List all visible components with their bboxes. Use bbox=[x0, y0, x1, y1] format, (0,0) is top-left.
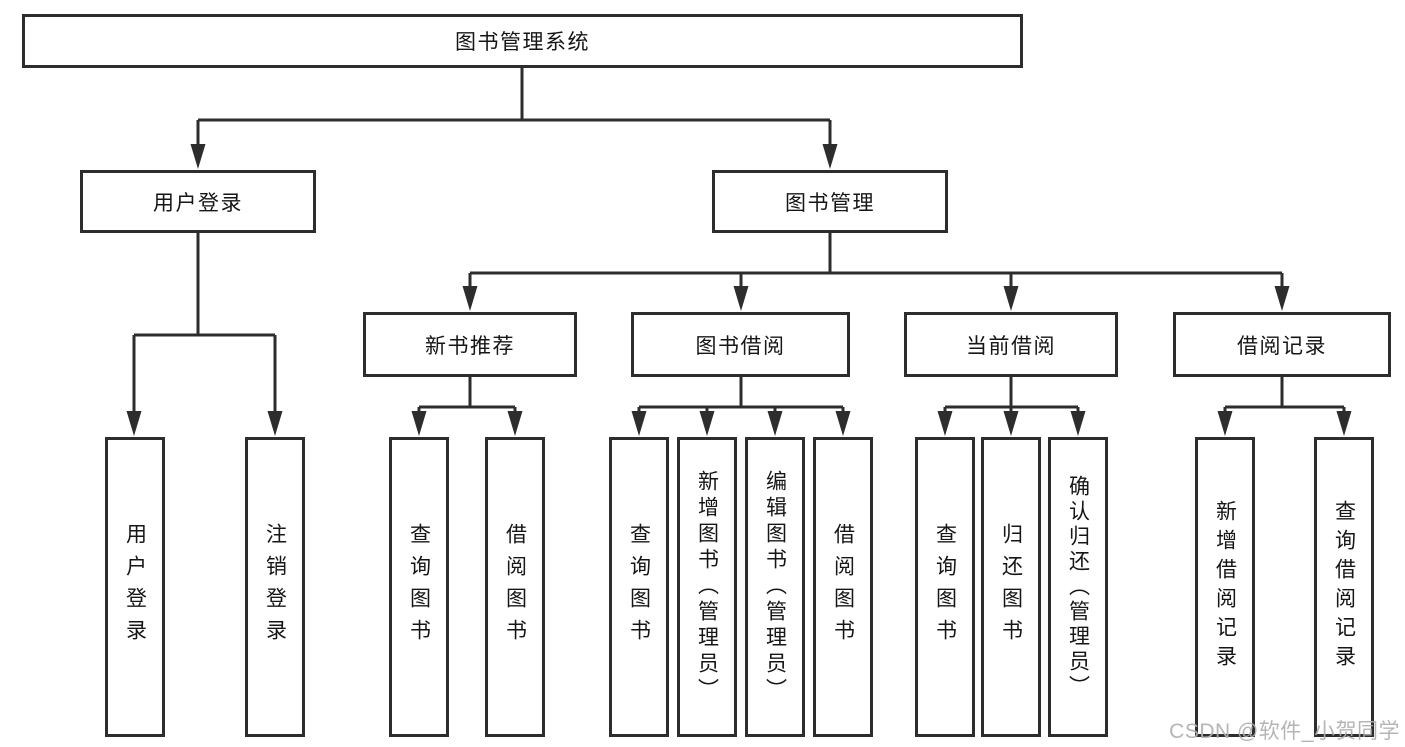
leaf-add-books-admin: 新增图书（管理员） bbox=[677, 437, 737, 737]
node-label: 图书借阅 bbox=[695, 334, 786, 358]
arrow-down-icon bbox=[267, 411, 283, 436]
node-label: 用户登录 bbox=[153, 191, 243, 215]
arrowhead-icons bbox=[126, 144, 1352, 436]
arrow-down-icon bbox=[411, 411, 427, 436]
node-user-login: 用户登录 bbox=[80, 170, 316, 233]
node-label: 查询借阅记录 bbox=[1332, 500, 1356, 674]
leaf-borrow-books-1: 借阅图书 bbox=[485, 437, 545, 737]
arrow-down-icon bbox=[733, 286, 749, 311]
arrow-down-icon bbox=[507, 411, 523, 436]
arrow-down-icon bbox=[1003, 286, 1019, 311]
node-label: 确认归还（管理员） bbox=[1066, 474, 1090, 700]
node-label: 归还图书 bbox=[999, 523, 1023, 651]
arrow-down-icon bbox=[767, 411, 783, 436]
leaf-add-borrow-record: 新增借阅记录 bbox=[1195, 437, 1255, 737]
arrow-down-icon bbox=[190, 144, 206, 169]
arrow-down-icon bbox=[1217, 411, 1233, 436]
node-root-system: 图书管理系统 bbox=[22, 14, 1023, 68]
arrow-down-icon bbox=[1070, 411, 1086, 436]
connector-paths bbox=[132, 68, 1346, 412]
node-borrow-records: 借阅记录 bbox=[1173, 312, 1391, 377]
arrow-down-icon bbox=[1003, 411, 1019, 436]
arrow-down-icon bbox=[1336, 411, 1352, 436]
node-current-borrow: 当前借阅 bbox=[904, 312, 1118, 377]
arrow-down-icon bbox=[126, 411, 142, 436]
arrow-down-icon bbox=[462, 286, 478, 311]
node-label: 新增图书（管理员） bbox=[695, 470, 719, 704]
node-label: 查询图书 bbox=[933, 523, 957, 651]
leaf-query-borrow-record: 查询借阅记录 bbox=[1314, 437, 1374, 737]
arrow-down-icon bbox=[699, 411, 715, 436]
arrow-down-icon bbox=[822, 144, 838, 169]
arrow-down-icon bbox=[835, 411, 851, 436]
node-book-management: 图书管理 bbox=[712, 170, 948, 233]
leaf-query-books-2: 查询图书 bbox=[609, 437, 669, 737]
node-new-book-recommend: 新书推荐 bbox=[363, 312, 577, 377]
csdn-watermark: CSDN @软件_小贺同学 bbox=[1169, 720, 1400, 743]
node-label: 新书推荐 bbox=[425, 334, 515, 358]
leaf-return-books: 归还图书 bbox=[981, 437, 1041, 737]
node-label: 图书管理系统 bbox=[455, 31, 590, 54]
leaf-edit-books-admin: 编辑图书（管理员） bbox=[745, 437, 805, 737]
node-label: 图书管理 bbox=[785, 191, 875, 215]
node-label: 用户登录 bbox=[123, 523, 147, 651]
leaf-logout: 注销登录 bbox=[245, 437, 305, 737]
leaf-query-books-1: 查询图书 bbox=[389, 437, 449, 737]
node-label: 借阅图书 bbox=[503, 523, 527, 651]
arrow-down-icon bbox=[631, 411, 647, 436]
arrow-down-icon bbox=[937, 411, 953, 436]
leaf-confirm-return-admin: 确认归还（管理员） bbox=[1048, 437, 1108, 737]
node-label: 当前借阅 bbox=[966, 334, 1056, 358]
node-label: 新增借阅记录 bbox=[1213, 500, 1237, 674]
node-label: 借阅图书 bbox=[831, 523, 855, 651]
node-label: 查询图书 bbox=[407, 523, 431, 651]
arrow-down-icon bbox=[1274, 286, 1290, 311]
leaf-user-login: 用户登录 bbox=[105, 437, 165, 737]
leaf-borrow-books-2: 借阅图书 bbox=[813, 437, 873, 737]
node-label: 注销登录 bbox=[263, 523, 287, 651]
node-label: 借阅记录 bbox=[1237, 334, 1327, 358]
leaf-query-books-3: 查询图书 bbox=[915, 437, 975, 737]
node-book-borrow: 图书借阅 bbox=[631, 312, 850, 377]
node-label: 查询图书 bbox=[627, 523, 651, 651]
node-label: 编辑图书（管理员） bbox=[763, 470, 787, 704]
